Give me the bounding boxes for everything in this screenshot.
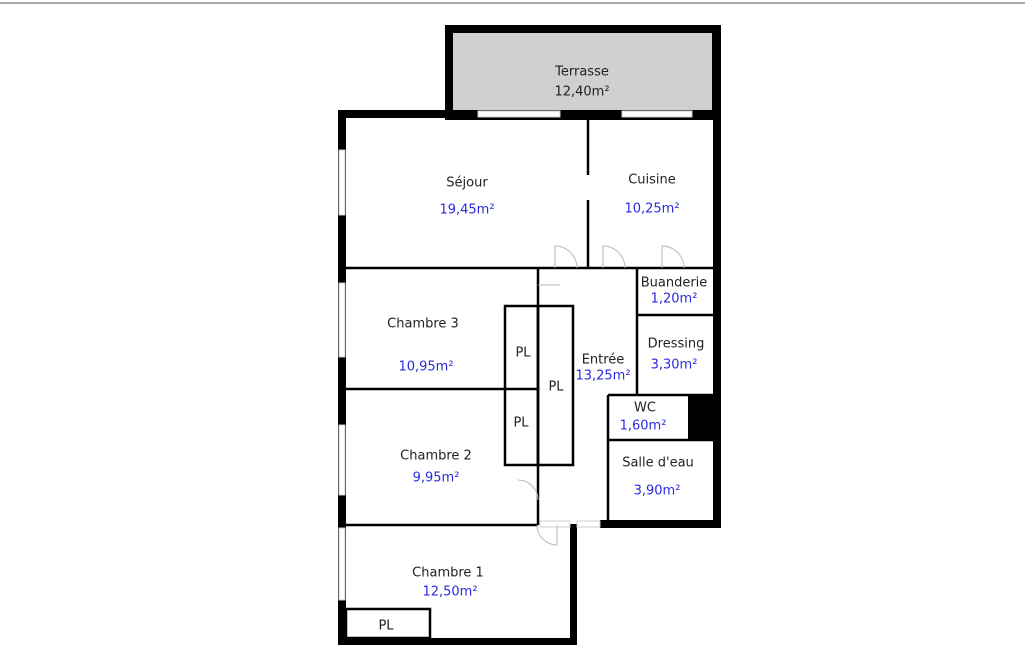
closet-label: PL <box>513 415 529 431</box>
room-name-buanderie: Buanderie <box>640 275 708 291</box>
room-area-terrasse: 12,40m² <box>554 84 610 100</box>
room-area-wc: 1,60m² <box>619 418 667 434</box>
room-name-sejour: Séjour <box>446 175 488 191</box>
interior-walls <box>344 118 713 640</box>
room-area-chambre3: 10,95m² <box>398 359 454 375</box>
room-name-chambre1: Chambre 1 <box>412 565 484 581</box>
room-area-buanderie: 1,20m² <box>650 291 698 307</box>
door-swings <box>517 245 685 546</box>
room-area-dressing: 3,30m² <box>650 357 698 373</box>
windows <box>338 110 693 601</box>
room-area-cuisine: 10,25m² <box>624 201 680 217</box>
room-name-cuisine: Cuisine <box>628 172 676 188</box>
room-area-chambre1: 12,50m² <box>422 584 478 600</box>
room-name-dressing: Dressing <box>647 336 705 352</box>
closet-label: PL <box>378 618 394 634</box>
room-name-wc: WC <box>634 400 656 416</box>
room-name-chambre3: Chambre 3 <box>387 316 459 332</box>
room-area-sejour: 19,45m² <box>439 202 495 218</box>
room-area-entree: 13,25m² <box>575 368 631 384</box>
room-name-salle-deau: Salle d'eau <box>622 455 694 471</box>
closet-label: PL <box>548 379 564 395</box>
closet-label: PL <box>515 345 531 361</box>
room-area-salle-deau: 3,90m² <box>633 483 681 499</box>
room-name-entree: Entrée <box>581 352 625 368</box>
walls <box>338 25 721 645</box>
room-name-terrasse: Terrasse <box>555 64 609 80</box>
room-area-chambre2: 9,95m² <box>412 470 460 486</box>
room-name-chambre2: Chambre 2 <box>400 448 472 464</box>
